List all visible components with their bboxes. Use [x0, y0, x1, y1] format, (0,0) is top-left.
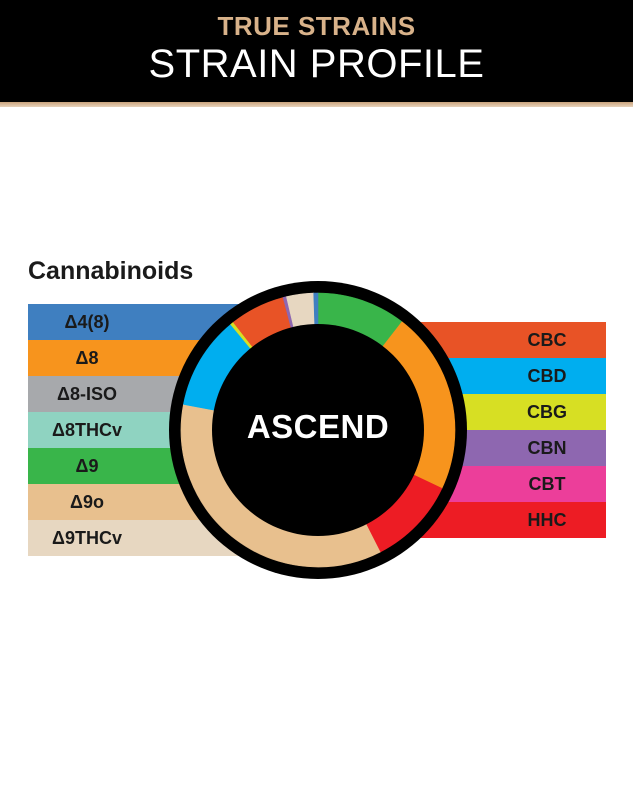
header-banner: TRUE STRAINS STRAIN PROFILE: [0, 0, 633, 102]
legend-label: Δ9o: [70, 491, 104, 512]
strain-name-label: ASCEND: [246, 408, 390, 445]
legend-label: CBC: [527, 329, 567, 350]
legend-label: CBD: [527, 365, 567, 386]
legend-label: HHC: [527, 509, 567, 530]
legend-label: CBG: [527, 401, 567, 422]
legend-label: Δ9: [75, 455, 99, 476]
legend-label: Δ8-ISO: [57, 383, 117, 404]
brand-name: TRUE STRAINS: [217, 11, 416, 41]
donut-center: [212, 324, 424, 536]
header-divider: [0, 102, 633, 107]
section-label-cannabinoids: Cannabinoids: [28, 257, 194, 285]
legend-label: CBN: [527, 437, 567, 458]
legend-label: Δ9THCv: [52, 527, 122, 548]
legend-label: Δ8: [75, 347, 99, 368]
legend-label: Δ8THCv: [52, 419, 122, 440]
donut-slice-delta4-8: [313, 292, 319, 326]
legend-label: CBT: [528, 473, 566, 494]
donut-chart: [169, 281, 467, 579]
legend-label: Δ4(8): [64, 311, 110, 332]
page-title: STRAIN PROFILE: [148, 42, 485, 86]
